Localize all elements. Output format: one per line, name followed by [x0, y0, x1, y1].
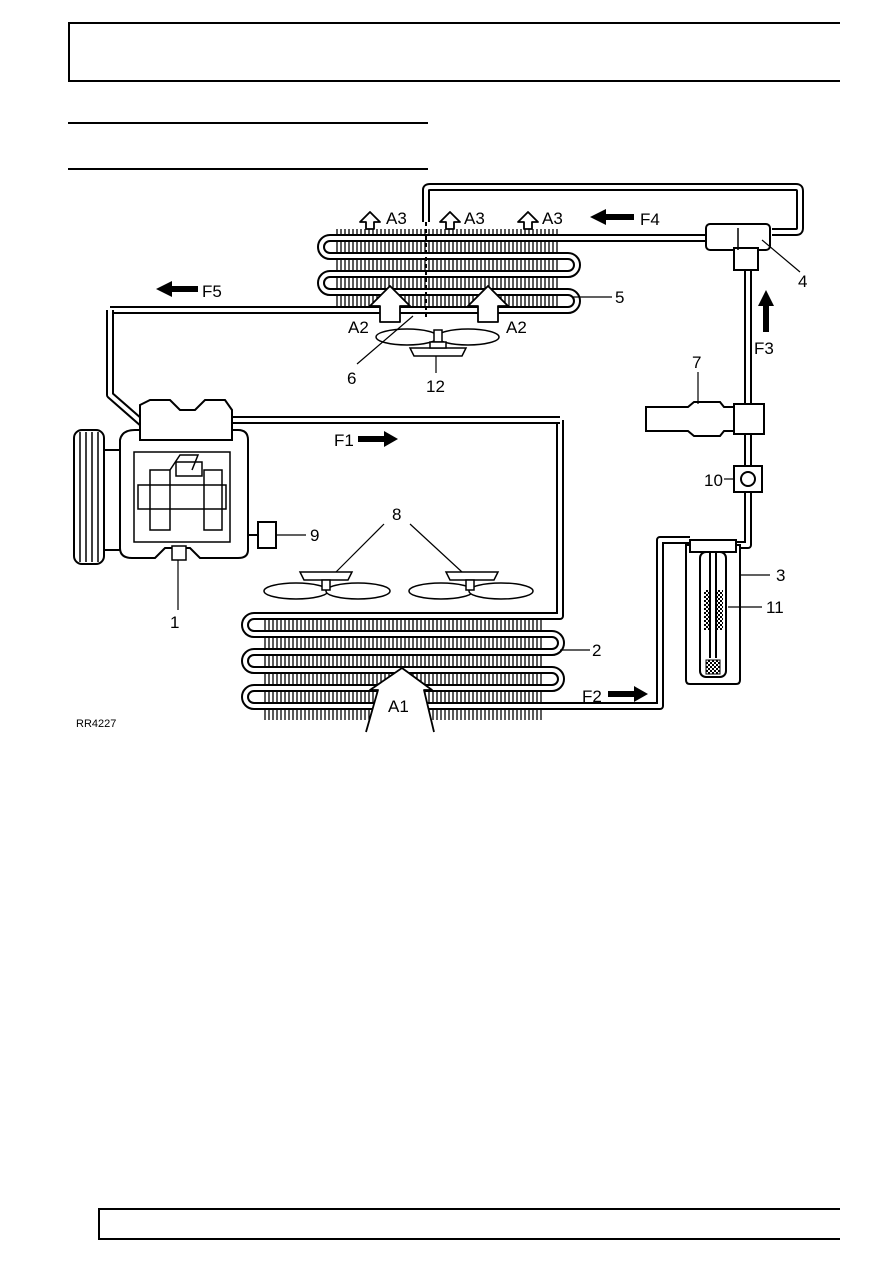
callout-numbers: 1 2 3 4 5 6 7 8 9 10 11 12: [170, 272, 807, 660]
label-a3-left: A3: [386, 209, 407, 228]
label-f5: F5: [202, 282, 222, 301]
callout-11: 11: [766, 598, 784, 617]
callout-8: 8: [392, 505, 401, 524]
callout-12: 12: [426, 377, 445, 396]
callout-10: 10: [704, 471, 723, 490]
callout-9: 9: [310, 526, 319, 545]
label-a3-right: A3: [542, 209, 563, 228]
condenser: [110, 222, 740, 318]
label-a2-left: A2: [348, 318, 369, 337]
air-flow-labels: A1 A2 A2 A3 A3 A3: [348, 209, 563, 716]
page-footer-box: [98, 1208, 840, 1240]
callout-3: 3: [776, 566, 785, 585]
callout-7: 7: [692, 353, 701, 372]
label-f4: F4: [640, 210, 660, 229]
condenser-fan: [375, 328, 500, 357]
refrigerant-flow-arrows: [156, 209, 774, 702]
label-f3: F3: [754, 339, 774, 358]
receiver-drier: [685, 539, 741, 685]
evaporator-blower-fans: [263, 571, 534, 600]
pressure-switch: [645, 401, 765, 437]
compressor: [73, 399, 277, 565]
callout-2: 2: [592, 641, 601, 660]
figure-reference: RR4227: [76, 718, 116, 730]
label-a2-right: A2: [506, 318, 527, 337]
section-rule-top: [68, 122, 428, 124]
air-flow-arrows: [359, 211, 539, 733]
page-header-box: [68, 22, 840, 82]
callout-1: 1: [170, 613, 179, 632]
callout-5: 5: [615, 288, 624, 307]
callout-leader-lines: [177, 239, 801, 651]
label-f2: F2: [582, 687, 602, 706]
label-f1: F1: [334, 431, 354, 450]
section-rule-bottom: [68, 168, 428, 170]
callout-4: 4: [798, 272, 807, 291]
sight-glass: [733, 465, 763, 493]
expansion-valve: [705, 223, 771, 271]
callout-6: 6: [347, 369, 356, 388]
label-a3-center: A3: [464, 209, 485, 228]
refrigerant-flow-labels: F1 F2 F3 F4 F5: [202, 210, 774, 706]
label-a1: A1: [388, 697, 409, 716]
